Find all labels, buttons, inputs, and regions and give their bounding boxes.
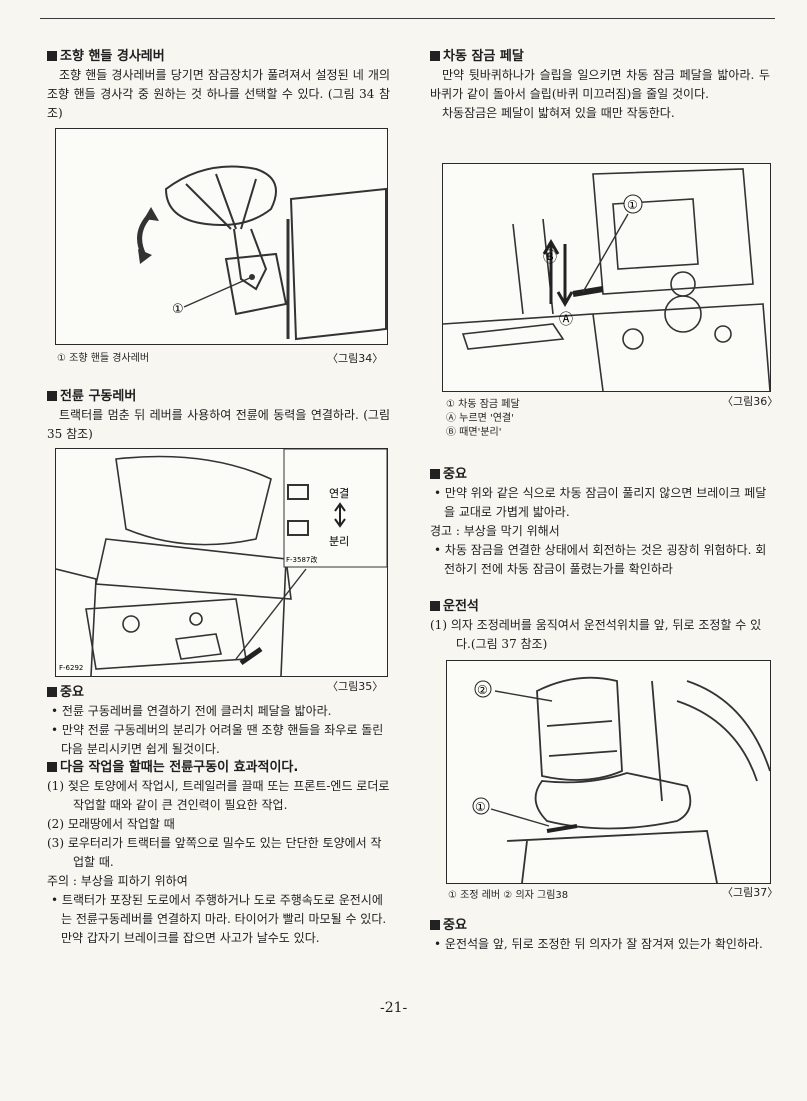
- list-item: 차동 잠금을 연결한 상태에서 회전하는 것은 굉장히 위험하다. 회전하기 전…: [430, 541, 770, 579]
- list-item: 트랙터가 포장된 도로에서 주행하거나 도로 주행속도로 운전시에는 전륜구동레…: [47, 891, 390, 948]
- section-body: 차동잠금은 페달이 밟혀져 있을 때만 작동한다.: [442, 106, 675, 120]
- square-bullet-icon: [430, 920, 440, 930]
- section-steering-tilt: 조향 핸들 경사레버 조향 핸들 경사레버를 당기면 잠금장치가 풀려져서 설정…: [47, 48, 390, 123]
- section-body: 트랙터를 멈춘 뒤 레버를 사용하여 전륜에 동력을 연결하라. (그림 35 …: [47, 408, 390, 441]
- inset-code: F-3587改: [286, 555, 317, 564]
- figure-caption: ① 조정 레버 ② 의자 그림38: [448, 890, 569, 901]
- section-diff-lock-pedal: 차동 잠금 페달 만약 뒷바퀴하나가 슬립을 일으키면 차동 잠금 페달을 밟아…: [430, 48, 770, 123]
- list-item: 만약 위와 같은 식으로 차동 잠금이 풀리지 않으면 브레이크 페달을 교대로…: [430, 484, 770, 522]
- callout-1: ①: [475, 800, 486, 814]
- square-bullet-icon: [47, 391, 57, 401]
- section-important-right: 중요 만약 위와 같은 식으로 차동 잠금이 풀리지 않으면 브레이크 페달을 …: [430, 466, 770, 579]
- figure-number: 〈그림36〉: [722, 395, 779, 408]
- list-item: (3) 로우터리가 트랙터를 앞쪽으로 밀수도 있는 단단한 토양에서 작업할 …: [47, 836, 382, 869]
- square-bullet-icon: [430, 51, 440, 61]
- section-driver-seat: 운전석 (1) 의자 조정레버를 움직여서 운전석위치를 앞, 뒤로 조정할 수…: [430, 598, 770, 654]
- list-item: 만약 전륜 구동레버의 분리가 어려울 땐 조향 핸들을 좌우로 돌린다음 분리…: [47, 721, 390, 759]
- figure-36: ① Ⓑ Ⓐ: [442, 163, 771, 392]
- list-item: 운전석을 앞, 뒤로 조정한 뒤 의자가 잘 잠겨져 있는가 확인하라.: [430, 935, 770, 954]
- front-drive-lever-illustration: 연결 분리 F-3587改 F-6292: [56, 449, 387, 676]
- figure-37: ② ①: [446, 660, 771, 884]
- callout-b: Ⓑ: [543, 250, 557, 266]
- section-heading: 차동 잠금 페달: [430, 48, 770, 66]
- steering-tilt-illustration: ①: [137, 165, 387, 341]
- list-item: (1) 의자 조정레버를 움직여서 운전석위치를 앞, 뒤로 조정할 수 있다.…: [430, 618, 762, 651]
- inset-label-disconnect: 분리: [329, 535, 349, 548]
- callout-2: ②: [477, 683, 488, 697]
- section-important-seat: 중요 운전석을 앞, 뒤로 조정한 뒤 의자가 잘 잠겨져 있는가 확인하라.: [430, 917, 770, 954]
- section-heading: 다음 작업을 할때는 전륜구동이 효과적이다.: [47, 759, 390, 777]
- section-heading: 운전석: [430, 598, 770, 616]
- section-heading: 중요: [47, 684, 390, 702]
- section-front-drive-lever: 전륜 구동레버 트랙터를 멈춘 뒤 레버를 사용하여 전륜에 동력을 연결하라.…: [47, 388, 390, 444]
- figure-34: ①: [55, 128, 388, 345]
- square-bullet-icon: [430, 601, 440, 611]
- square-bullet-icon: [47, 51, 57, 61]
- figure-code: F-6292: [59, 664, 83, 672]
- page-number: -21-: [380, 1000, 408, 1016]
- section-body: 조향 핸들 경사레버를 당기면 잠금장치가 풀려져서 설정된 네 개의 조향 핸…: [47, 68, 390, 120]
- caution-heading: 주의 : 부상을 피하기 위하여: [47, 874, 188, 888]
- section-heading: 중요: [430, 917, 770, 935]
- callout-1: ①: [172, 302, 184, 317]
- warning-heading: 경고 : 부상을 막기 위해서: [430, 524, 560, 538]
- callout-a: Ⓐ: [559, 312, 573, 328]
- list-item: (1) 젖은 토양에서 작업시, 트레일러를 끌때 또는 프론트-엔드 로더로 …: [47, 779, 390, 812]
- section-heading: 조향 핸들 경사레버: [47, 48, 390, 66]
- figure-number: 〈그림37〉: [722, 886, 779, 899]
- callout-1: ①: [627, 198, 638, 212]
- figure-35: 연결 분리 F-3587改 F-6292: [55, 448, 388, 677]
- figure-caption: ① 차동 잠금 페달 Ⓐ 누르면 '연결' Ⓑ 때면'분리': [446, 399, 520, 438]
- figure-number: 〈그림34〉: [327, 352, 384, 365]
- section-body: 만약 뒷바퀴하나가 슬립을 일으키면 차동 잠금 페달을 밟아라. 두 바퀴가 …: [430, 68, 770, 101]
- section-heading: 중요: [430, 466, 770, 484]
- section-heading: 전륜 구동레버: [47, 388, 390, 406]
- square-bullet-icon: [47, 762, 57, 772]
- figure-caption: ① 조향 핸들 경사레버: [57, 353, 150, 364]
- list-item: (2) 모래땅에서 작업할 때: [47, 817, 175, 831]
- top-rule: [40, 18, 775, 19]
- square-bullet-icon: [47, 687, 57, 697]
- list-item: 전륜 구동레버를 연결하기 전에 클러치 페달을 밟아라.: [47, 702, 390, 721]
- driver-seat-illustration: ② ①: [472, 676, 770, 883]
- section-important: 중요 전륜 구동레버를 연결하기 전에 클러치 페달을 밟아라. 만약 전륜 구…: [47, 684, 390, 948]
- diff-lock-pedal-illustration: ① Ⓑ Ⓐ: [443, 168, 770, 391]
- figure-number: 〈그림35〉: [327, 680, 384, 693]
- square-bullet-icon: [430, 469, 440, 479]
- inset-label-connect: 연결: [329, 487, 349, 500]
